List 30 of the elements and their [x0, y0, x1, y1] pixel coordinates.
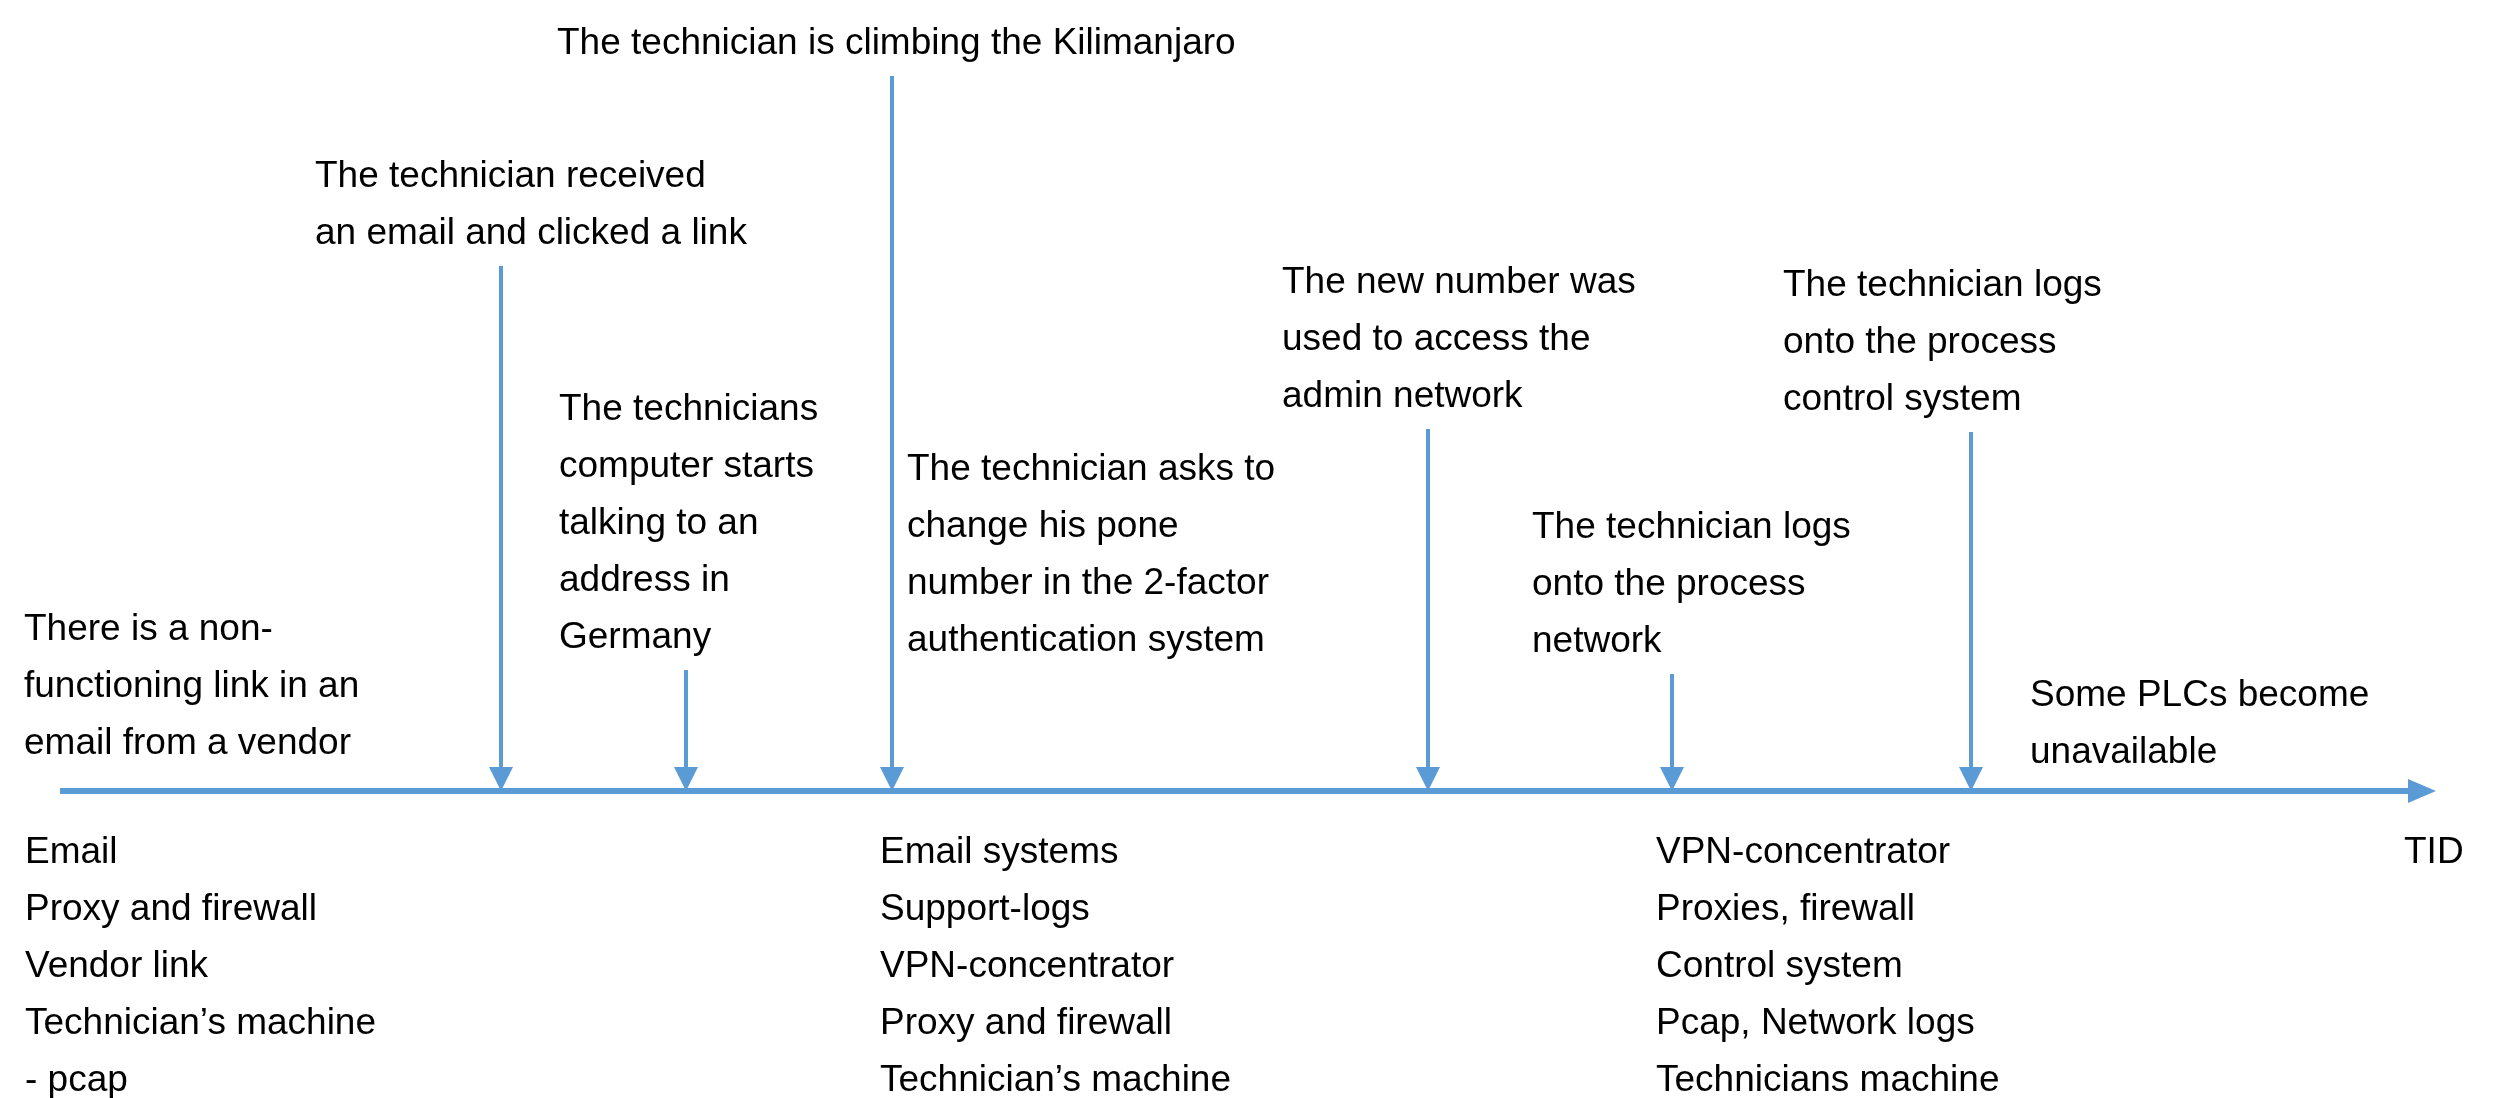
- evidence-item: Control system: [1656, 943, 1903, 987]
- event-text: The technician logs onto the process control system: [1783, 262, 2103, 420]
- evidence-item: Proxy and firewall: [880, 1000, 1172, 1044]
- arrow: [674, 670, 698, 791]
- axis-label: TID: [2404, 829, 2464, 873]
- evidence-item: Vendor link: [25, 943, 209, 987]
- evidence-item: Pcap, Network logs: [1656, 1000, 1975, 1044]
- arrow: [489, 266, 513, 791]
- event-text: There is a non-functioning link in an email from a vendor: [24, 606, 361, 764]
- evidence-item: Email systems: [880, 829, 1119, 873]
- evidence-item: Technician’s machine: [25, 1000, 376, 1044]
- evidence-item: VPN-concentrator: [880, 943, 1175, 987]
- event-text: The technician received an email and clicked a link: [315, 153, 748, 254]
- event-text: The technician asks to change his pone number in the 2-factor authentication system: [907, 446, 1277, 661]
- evidence-item: Support-logs: [880, 886, 1090, 930]
- event-text: The technicians computer starts talking to an address in Germany: [559, 386, 820, 658]
- evidence-item: Proxies, firewall: [1656, 886, 1916, 930]
- evidence-item: Email: [25, 829, 118, 873]
- evidence-item: Proxy and firewall: [25, 886, 317, 930]
- event-text: The technician is climbing the Kilimanjaro: [557, 20, 1236, 64]
- arrow: [880, 76, 904, 791]
- arrow: [1959, 432, 1983, 791]
- arrow: [1660, 674, 1684, 791]
- evidence-item: VPN-concentrator: [1656, 829, 1951, 873]
- evidence-item: Technician’s machine: [880, 1057, 1231, 1098]
- evidence-item: Technicians machine: [1656, 1057, 2000, 1098]
- event-text: The new number was used to access the admin network: [1282, 259, 1637, 417]
- event-text: The technician logs onto the process network: [1532, 504, 1852, 662]
- arrow: [1416, 429, 1440, 791]
- event-text: Some PLCs become unavailable: [2030, 672, 2370, 773]
